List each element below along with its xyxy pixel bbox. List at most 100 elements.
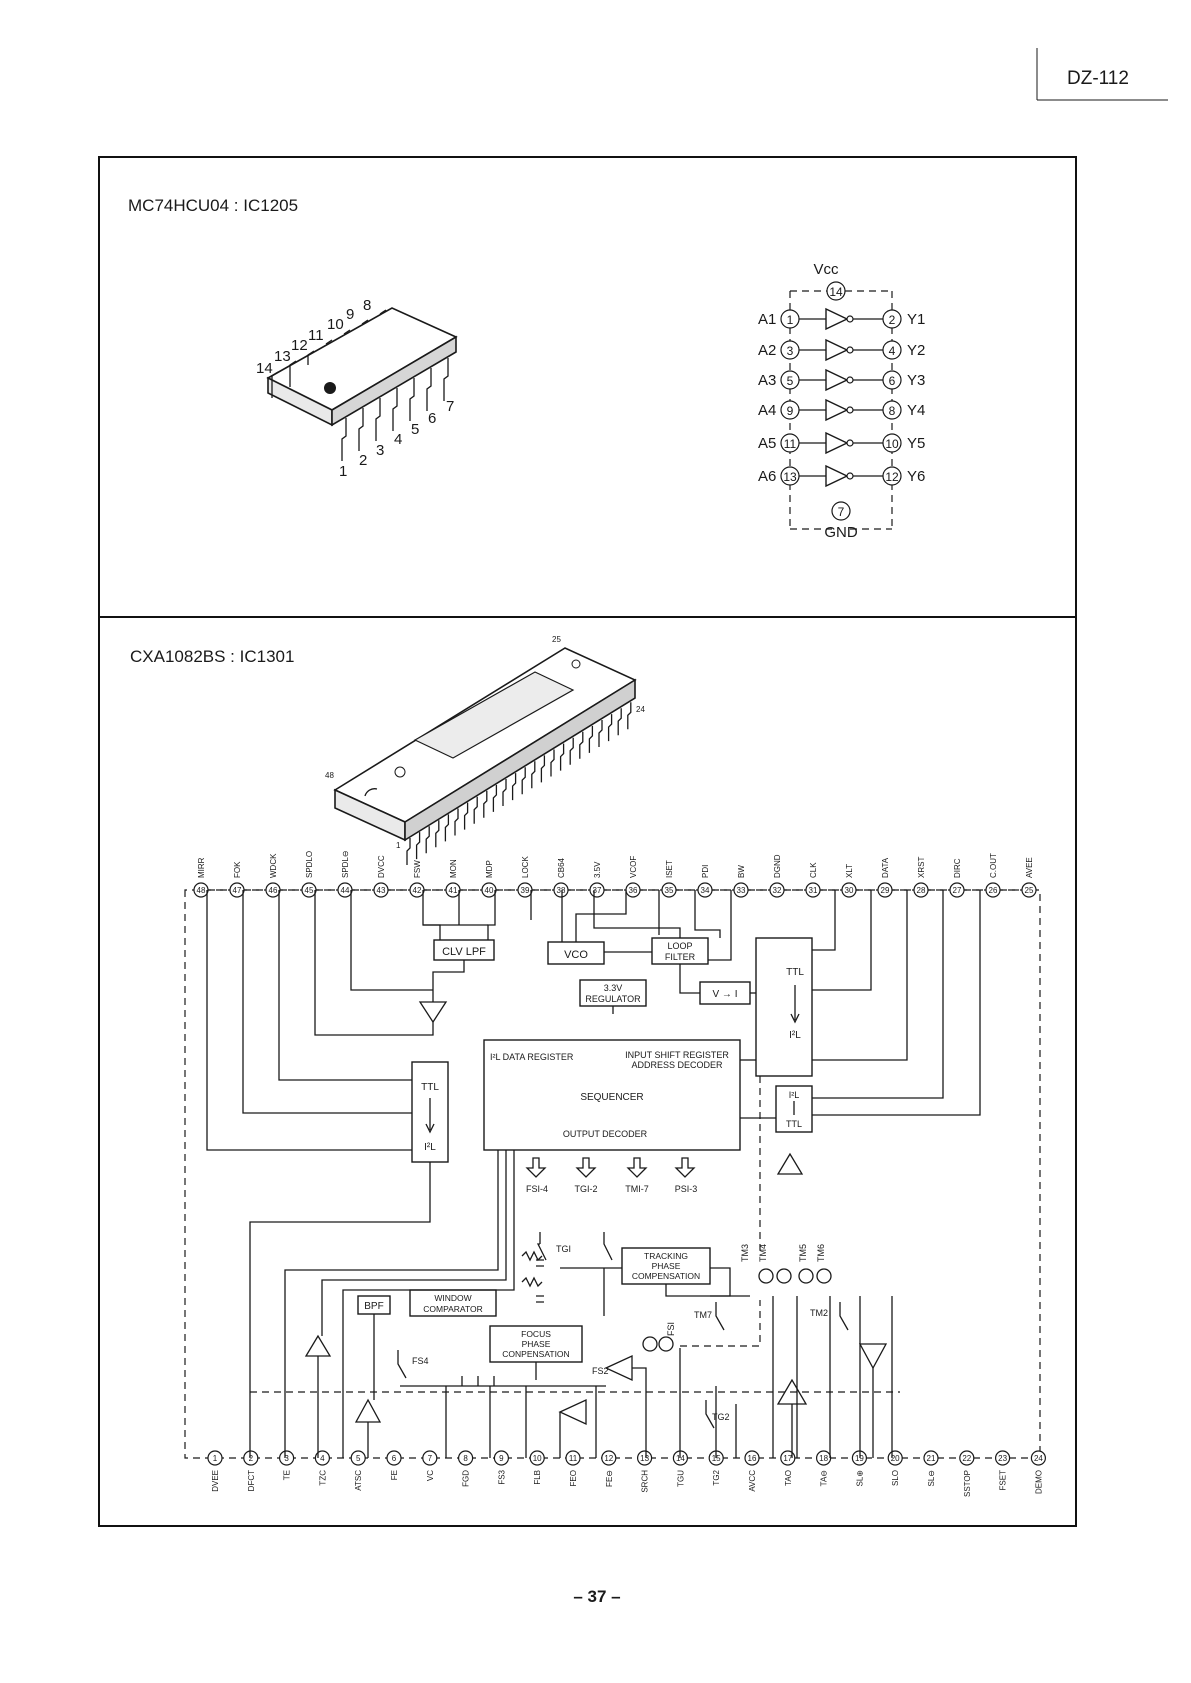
pin-name: BW [737, 865, 746, 878]
output-label: Y3 [907, 372, 925, 389]
pkg-pin-label: 8 [363, 297, 371, 314]
pin-number: 4 [320, 1454, 325, 1463]
pin-number: 21 [927, 1454, 936, 1463]
tracking-label: PHASE [652, 1261, 681, 1271]
pin-number: 9 [499, 1454, 504, 1463]
tracking-label: TRACKING [644, 1251, 688, 1261]
pin-circle [882, 400, 902, 420]
pin-number: 23 [998, 1454, 1007, 1463]
pin-name: FE [390, 1470, 399, 1480]
fs2-label: FS2 [592, 1366, 609, 1376]
pin-number: 10 [533, 1454, 542, 1463]
ttl-label: TTL [786, 967, 804, 978]
window-label: WINDOW [434, 1293, 471, 1303]
pin-name: PDI [701, 865, 710, 878]
pin-name: SLO [891, 1470, 900, 1486]
pkg-mark: 1 [396, 841, 401, 850]
pin-number: 29 [881, 886, 890, 895]
pin-number: 24 [1034, 1454, 1043, 1463]
pin-number: 20 [891, 1454, 900, 1463]
fs4-label: FS4 [412, 1356, 429, 1366]
page-number: – 37 – [573, 1587, 620, 1606]
inverter-symbol [825, 307, 849, 331]
pin-number: 13 [640, 1454, 649, 1463]
pkg-pin-label: 11 [308, 327, 324, 344]
output-pin: 2 [889, 313, 896, 327]
pin-name: SSTOP [963, 1470, 972, 1497]
pin-name: AVCC [748, 1470, 757, 1492]
pin-number: 16 [748, 1454, 757, 1463]
ttl-to-i2l-left-block: TTL I²L [411, 1061, 449, 1163]
pin-number: 7 [428, 1454, 433, 1463]
loop-filter-label: LOOP [667, 941, 692, 951]
bottom-pin: 6FE [386, 1450, 402, 1480]
pin-number: 5 [356, 1454, 361, 1463]
pin-name: AVEE [1025, 857, 1034, 878]
ic-boundary [184, 889, 1041, 1459]
input-label: A5 [758, 435, 776, 452]
output-decoder-label: OUTPUT DECODER [563, 1129, 648, 1139]
pin-number: 36 [629, 886, 638, 895]
tm4-label: TM4 [758, 1244, 768, 1262]
pkg-mark: 24 [636, 705, 645, 714]
pin-name: CLK [809, 862, 818, 878]
regulator-label: REGULATOR [585, 994, 641, 1004]
ic1301-title: CXA1082BS : IC1301 [130, 647, 294, 666]
focus-label: CONPENSATION [502, 1349, 569, 1359]
pin-circle [882, 466, 902, 486]
regulator-block: 3.3V REGULATOR [579, 979, 647, 1007]
pin-name: XLT [845, 864, 854, 878]
top-pin: 26C.OUT [985, 853, 1022, 898]
output-label: Y6 [907, 468, 925, 485]
tm17-label: TMI-7 [625, 1184, 649, 1194]
inverter-schematic: Vcc 14 7 GND [789, 261, 893, 541]
input-pin: 5 [787, 374, 794, 388]
output-label: Y1 [907, 311, 925, 328]
output-pin: 12 [885, 470, 899, 484]
fs1-label: FSI [666, 1322, 676, 1336]
tm5-label: TM5 [798, 1244, 808, 1262]
inverter-symbol [825, 431, 849, 455]
loop-filter-label: FILTER [665, 952, 696, 962]
pin-number: 18 [819, 1454, 828, 1463]
i2l-label: I²L [789, 1030, 801, 1041]
inverter-symbol [825, 398, 849, 422]
pin-number: 22 [962, 1454, 971, 1463]
pin-name: FEO [569, 1470, 578, 1486]
ttl-label: TTL [421, 1082, 439, 1093]
pin-name: FE⊖ [605, 1470, 614, 1487]
focus-label: FOCUS [521, 1329, 551, 1339]
pin-name: SPDL⊖ [341, 850, 350, 878]
output-label: Y2 [907, 342, 925, 359]
pin-number: 8 [463, 1454, 468, 1463]
pin-number: 33 [737, 886, 746, 895]
inverter-symbol [825, 464, 849, 488]
input-shift-label: INPUT SHIFT REGISTER [625, 1050, 729, 1060]
pin-number: 41 [449, 886, 458, 895]
pin-name: DIRC [953, 858, 962, 878]
pin-number: 1 [213, 1454, 218, 1463]
inverter-symbol [825, 338, 849, 362]
pkg-pin-label: 7 [446, 398, 454, 415]
pin-name: TAO [784, 1470, 793, 1486]
bottom-pin: 7VC [422, 1450, 438, 1481]
dip14-pin-numbers: 14 13 12 11 10 9 8 1 2 3 4 5 6 7 [256, 297, 454, 480]
input-label: A4 [758, 402, 776, 419]
pin-name: DATA [881, 857, 890, 878]
